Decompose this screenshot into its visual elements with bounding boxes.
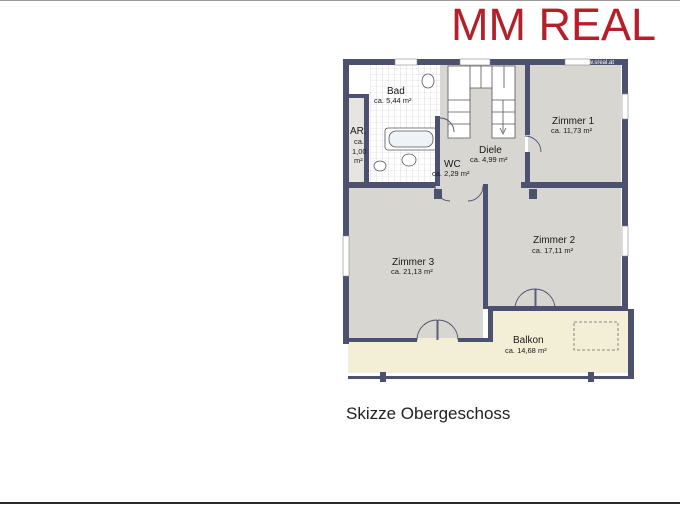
floor-plan: www.sreal.at Bad ca. 5,44 m² AR. ca. 1,0… [342,58,634,382]
staircase [447,65,516,139]
bad-label: Bad [387,86,405,97]
bathtub [384,127,438,151]
zimmer1-label: Zimmer 1 [552,116,595,127]
plan-caption: Skizze Obergeschoss [346,404,511,423]
balkon-floor-right [490,309,630,344]
doors [416,117,556,341]
wc-area: ca. 2,29 m² [432,169,470,178]
ar-area-1: ca. [354,137,364,146]
watermark: www.sreal.at [579,60,614,66]
balkon-label: Balkon [513,335,544,346]
bad-area: ca. 5,44 m² [374,96,412,105]
chimney-left [434,189,442,199]
zimmer1-floor [528,64,621,184]
zimmer2-area: ca. 17,11 m² [532,246,574,255]
ar-label: AR. [350,126,367,137]
sink-top [421,73,435,89]
ar-area-2: 1,00 [352,147,367,156]
diele-label: Diele [479,145,502,156]
top-divider [0,0,680,1]
bottom-divider [0,502,680,504]
ar-area-3: m² [354,156,363,165]
zimmer3-floor [349,188,483,338]
windows [342,58,629,277]
zimmer2-floor [488,188,621,309]
brand-logo: MM REAL [451,0,657,50]
balkon-area: ca. 14,68 m² [505,346,547,355]
toilet-bad [373,160,387,172]
diele-area: ca. 4,99 m² [470,155,508,164]
wc-label: WC [444,159,461,170]
chimney-right [529,189,537,199]
sink-wc [401,153,417,167]
zimmer3-label: Zimmer 3 [392,257,435,268]
zimmer1-area: ca. 11,73 m² [551,126,593,135]
zimmer3-area: ca. 21,13 m² [391,267,433,276]
balkon-skylight [573,321,619,351]
zimmer2-label: Zimmer 2 [533,235,576,246]
